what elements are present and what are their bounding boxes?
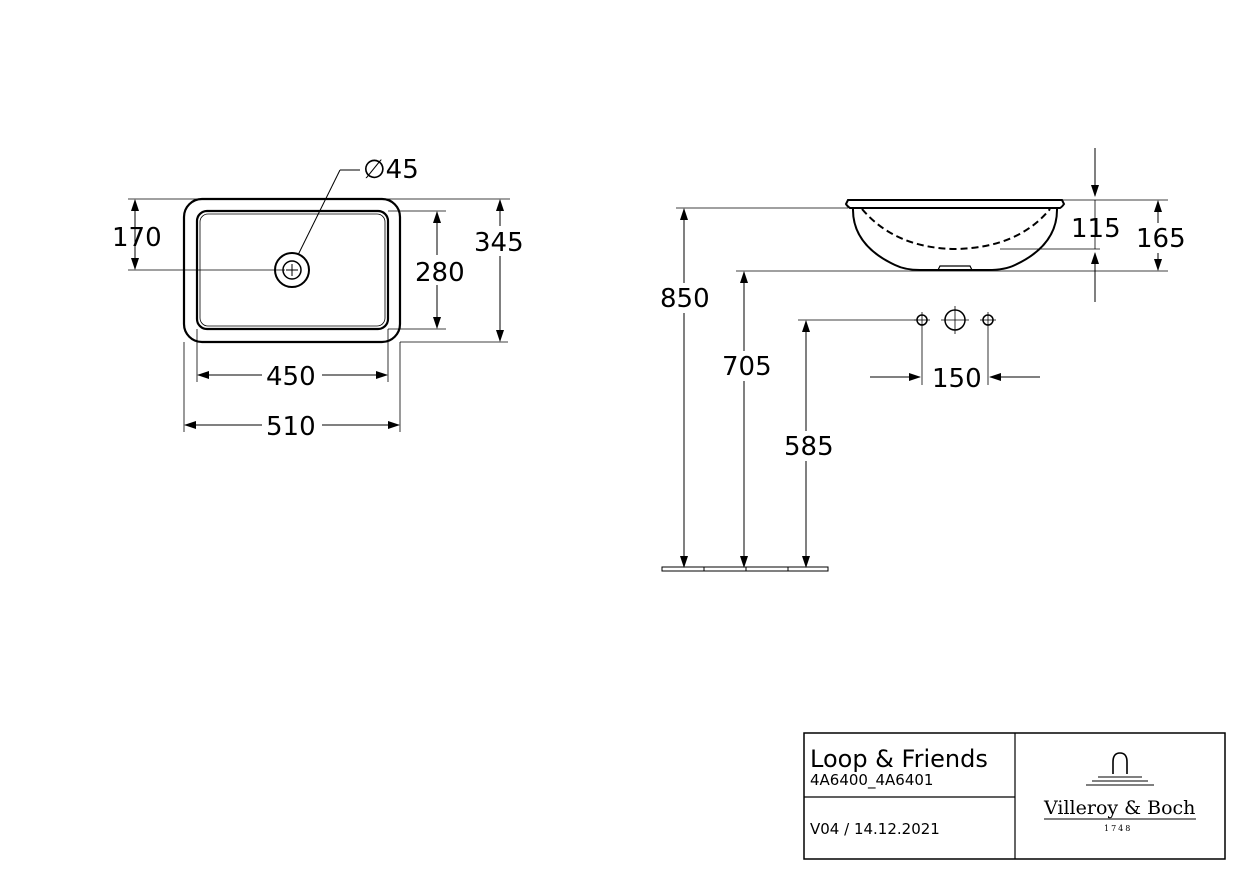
label-705: 705 [722,352,772,382]
label-115: 115 [1071,214,1121,244]
brand-name: Villeroy & Boch [1043,797,1195,819]
title-block [803,732,1226,860]
product-name: Loop & Friends [810,745,988,773]
label-850: 850 [660,284,710,314]
article-numbers: 4A6400_4A6401 [810,771,933,790]
basin-bowl-outline [851,207,1059,271]
basin-rim [844,199,1066,209]
floor [661,566,829,572]
label-150: 150 [932,364,982,394]
label-165: 165 [1136,224,1186,254]
label-510: 510 [266,412,316,442]
drain-leader [297,169,341,256]
version-date: V04 / 14.12.2021 [810,820,940,838]
label-170: 170 [112,223,162,253]
top-view [128,169,510,432]
faucet-icon [1112,752,1128,774]
label-585: 585 [784,432,834,462]
brand-year: 1748 [1104,824,1132,833]
label-345: 345 [474,228,524,258]
label-280: 280 [415,258,465,288]
side-view [661,148,1168,572]
label-450: 450 [266,362,316,392]
brand-logo [1086,752,1154,786]
basin-bowl-hidden [861,208,1051,251]
label-drain-diameter: ∅45 [363,155,419,185]
